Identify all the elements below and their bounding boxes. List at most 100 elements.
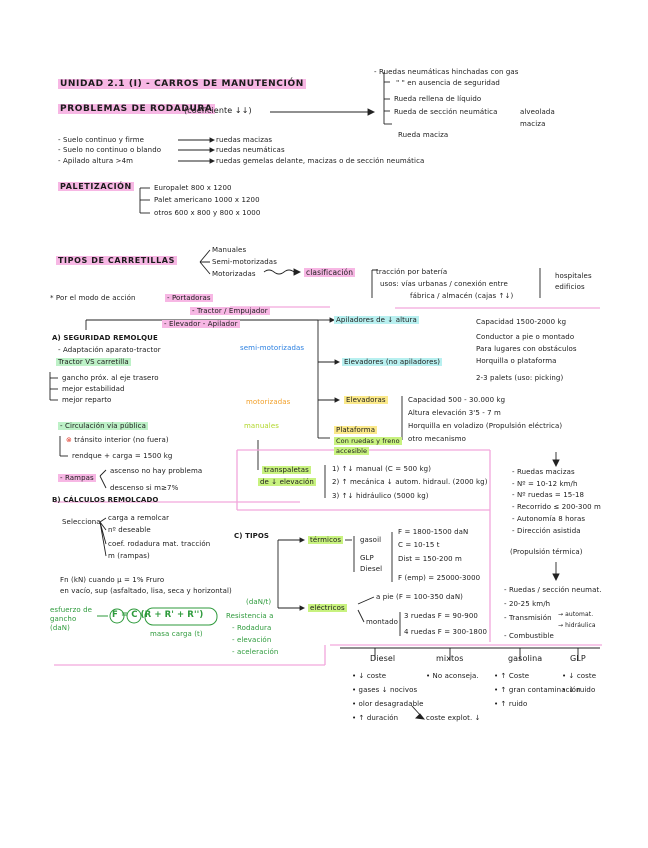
fuel-gasolina-item: • ↑ Coste — [494, 672, 530, 680]
pe-spec: - Ruedas macizas — [512, 468, 575, 476]
problems-note: (coeficiente ↓↓) — [184, 106, 252, 115]
fuel-mixtos-item: • No aconseja. — [426, 672, 479, 680]
pt-spec: → automat. — [558, 611, 594, 618]
fuel-header: mixtos — [436, 654, 464, 663]
transp-item: 1) ↑↓ manual (C = 500 kg) — [332, 465, 432, 473]
fuel-header: GLP — [570, 654, 586, 663]
carga-label: masa carga (t) — [150, 630, 203, 638]
wheel-item: Rueda rellena de líquido — [394, 95, 482, 103]
wheel-item: alveolada — [520, 108, 555, 116]
pt-spec: - Ruedas / sección neumat. — [504, 586, 602, 594]
effort-equation: F = C (R + R' + R'') — [112, 610, 204, 620]
section-a-line: gancho próx. al eje trasero — [62, 374, 159, 382]
transp-item: 3) ↑↓ hidráulico (5000 kg) — [332, 492, 429, 500]
section-a-line: descenso si m≥7% — [110, 484, 179, 492]
pallet-item: otros 600 x 800 y 800 x 1000 — [154, 209, 261, 217]
semi-label: semi-motorizadas — [240, 344, 305, 352]
api-spec: Conductor a pie o montado — [476, 333, 575, 341]
floor-cond: - Suelo no continuo o blando — [58, 146, 162, 154]
fuel-item: gasoil — [360, 536, 382, 544]
types-title: TIPOS DE CARRETILLAS — [56, 256, 177, 265]
term-spec: C = 10-15 t — [398, 541, 440, 549]
section-c-title: C) TIPOS — [234, 532, 270, 540]
section-a-title: A) SEGURIDAD REMOLQUE — [52, 334, 158, 342]
wheel-item: maciza — [520, 120, 546, 128]
class-item: fábrica / almacén (cajas ↑↓) — [410, 292, 514, 300]
transpaletas-label: transpaletas — [262, 466, 311, 474]
section-a-line: - Circulación vía pública — [58, 422, 149, 430]
section-a-line: ⊗ tránsito interior (no fuera) — [66, 436, 169, 444]
fuel-diesel-item: • gases ↓ nocivos — [352, 686, 418, 694]
clasificacion-label: clasificación — [304, 268, 356, 277]
type-item: Manuales — [212, 246, 247, 254]
section-a-line: rendque + carga = 1500 kg — [72, 452, 173, 460]
fuel-item: GLP — [360, 554, 374, 562]
floor-cond: - Apilado altura >4m — [58, 157, 134, 165]
action-label: * Por el modo de acción — [50, 294, 136, 302]
plat-sub: accesible — [334, 447, 370, 455]
plat-sub: Con ruedas y freno — [334, 437, 402, 445]
elev-spec: Capacidad 500 - 30.000 kg — [408, 396, 506, 404]
selection-item: m (rampas) — [108, 552, 150, 560]
elev-spec: Horquilla en voladizo (Propulsión eléctr… — [408, 422, 563, 430]
fuel-gasolina-item: • ↑ gran contaminación — [494, 686, 581, 694]
class-item: hospitales — [555, 272, 592, 280]
section-a-line: ascenso no hay problema — [110, 467, 203, 475]
motorizadas-label: motorizadas — [246, 398, 291, 406]
api-spec: Horquilla o plataforma — [476, 357, 557, 365]
action-item: - Tractor / Empujador — [190, 307, 270, 315]
pt-spec: → hidráulica — [558, 622, 596, 629]
selection-item: carga a remolcar — [108, 514, 170, 522]
floor-res: ruedas gemelas delante, macizas o de sec… — [216, 157, 425, 165]
pe-spec: - Nº ruedas = 15-18 — [512, 491, 585, 499]
api-spec: Capacidad 1500-2000 kg — [476, 318, 567, 326]
formula-line: en vacío, sup (asfaltado, lisa, seca y h… — [60, 587, 232, 595]
api-spec: Para lugares con obstáculos — [476, 345, 577, 353]
pt-title: (Propulsión térmica) — [510, 548, 583, 556]
fuel-glp-item: • ↓ coste — [562, 672, 597, 680]
elec-spec: 4 ruedas F = 300-1800 — [404, 628, 488, 636]
pt-spec: - Combustible — [504, 632, 554, 640]
wheel-item: " " en ausencia de seguridad — [396, 79, 500, 87]
pt-spec: - Transmisión — [504, 614, 552, 622]
fuel-diesel-item: • olor desagradable — [352, 700, 424, 708]
pe-spec: - Recorrido ≤ 200-300 m — [512, 503, 601, 511]
term-spec: Dist = 150-200 m — [398, 555, 462, 563]
wheel-item: - Ruedas neumáticas hinchadas con gas — [374, 68, 519, 76]
selection-label: Selecciona — [62, 518, 101, 526]
problems-title: PROBLEMAS DE RODADURA — [58, 104, 215, 114]
unit-title: UNIDAD 2.1 (I) - CARROS DE MANUTENCIÓN — [58, 79, 306, 89]
transp-sub: de ↓ elevación — [258, 478, 316, 486]
class-item: usos: vías urbanas / conexión entre — [380, 280, 508, 288]
fuel-mixtos-item: coste explot. ↓ — [426, 714, 481, 722]
wheel-item: Rueda maciza — [398, 131, 449, 139]
elec-spec: montado — [366, 618, 398, 626]
class-item: edificios — [555, 283, 585, 291]
formula-line: Fn (kN) cuando μ = 1% Fruro — [60, 576, 165, 584]
fuel-diesel-item: • ↑ duración — [352, 714, 399, 722]
elec-spec: a pie (F = 100-350 daN) — [376, 593, 463, 601]
fuel-header: gasolina — [508, 654, 543, 663]
fuel-glp-item: • ↓ ruido — [562, 686, 596, 694]
elev-spec: Altura elevación 3'5 - 7 m — [408, 409, 501, 417]
class-item: tracción por batería — [376, 268, 448, 276]
pallets-title: PALETIZACIÓN — [58, 182, 134, 191]
effort-label: esfuerzo de gancho (daN) — [50, 606, 93, 632]
type-item: Semi-motorizadas — [212, 258, 277, 266]
resist-item: Resistencia a — [226, 612, 274, 620]
daN-unit: (daN/t) — [246, 598, 272, 606]
elec-spec: 3 ruedas F = 90-900 — [404, 612, 478, 620]
floor-res: ruedas neumáticas — [216, 146, 285, 154]
pe-spec: - Autonomía 8 horas — [512, 515, 586, 523]
elev-spec: otro mecanismo — [408, 435, 467, 443]
plataforma-label: Plataforma — [334, 426, 378, 434]
resist-item: - Rodadura — [232, 624, 272, 632]
fuel-gasolina-item: • ↑ ruido — [494, 700, 528, 708]
section-b-title: B) CÁLCULOS REMOLCADO — [52, 496, 159, 504]
pt-spec: - 20-25 km/h — [504, 600, 551, 608]
termicos-label: térmicos — [308, 536, 344, 544]
transp-item: 2) ↑ mecánica ↓ autom. hidraul. (2000 kg… — [332, 478, 488, 486]
action-item: - Elevador - Apilador — [162, 320, 240, 328]
pe-spec: - Nº = 10-12 km/h — [512, 480, 578, 488]
floor-cond: - Suelo continuo y firme — [58, 136, 145, 144]
